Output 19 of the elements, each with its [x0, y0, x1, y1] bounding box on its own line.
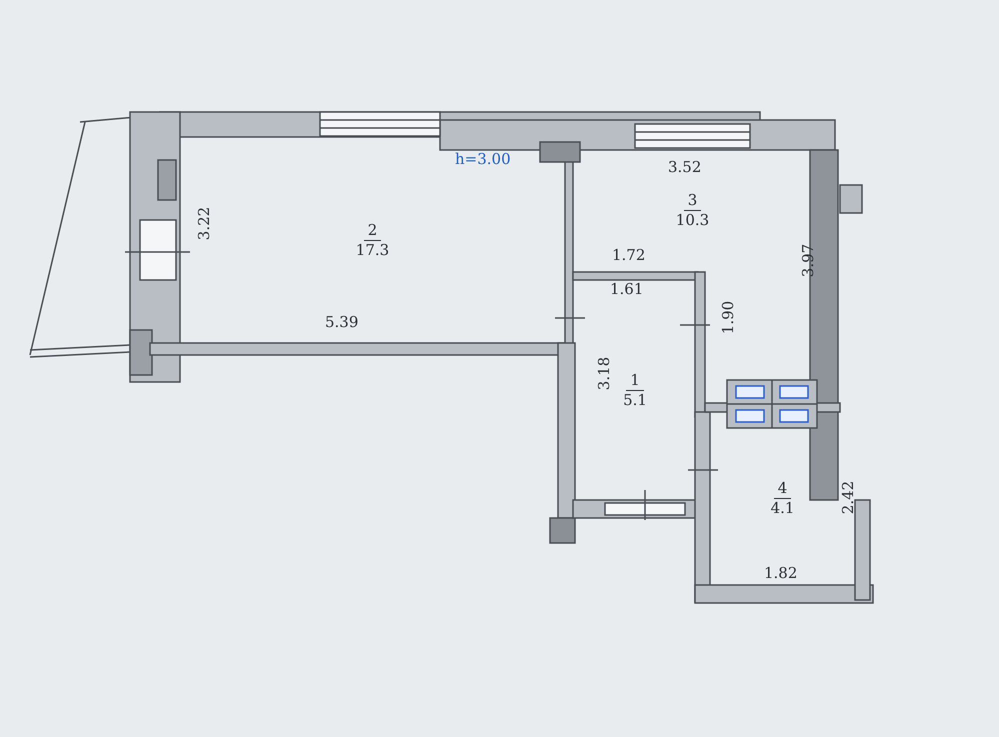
- dimension-label: 3.18: [597, 356, 612, 390]
- dimension-label: 3.97: [801, 244, 816, 278]
- ceiling-height-label: h=3.00: [455, 152, 511, 167]
- room-number: 2: [364, 220, 382, 240]
- dimension-label: 1.61: [610, 282, 644, 297]
- dimension-label: 1.72: [612, 248, 646, 263]
- room-number: 1: [626, 370, 644, 390]
- room-area-value: 5.1: [622, 390, 648, 410]
- room-number: 3: [684, 190, 702, 210]
- room-area-value: 10.3: [674, 210, 710, 230]
- dimension-label: 1.82: [764, 566, 798, 581]
- dimension-label: 1.90: [721, 300, 736, 334]
- dimension-label: 2.42: [841, 480, 856, 514]
- dimension-label: 5.39: [325, 315, 358, 330]
- dimension-label: 3.52: [668, 160, 702, 175]
- room-area-value: 4.1: [770, 499, 796, 518]
- room-area-value: 17.3: [354, 240, 390, 260]
- dimension-label: 3.22: [197, 206, 212, 240]
- room-number: 4: [774, 479, 792, 499]
